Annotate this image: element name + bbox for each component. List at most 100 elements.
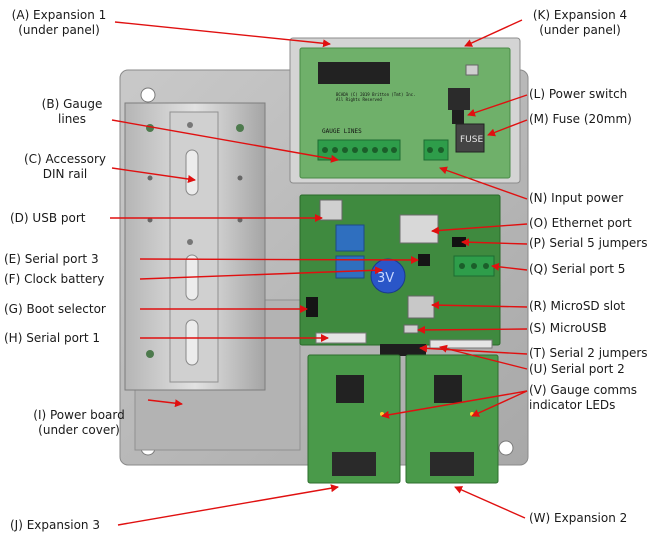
gauge-lines-header: GAUGE LINES	[322, 128, 362, 135]
label-c-line1: (C) Accessory	[23, 152, 106, 166]
expansion-connector	[430, 452, 474, 476]
ethernet-port	[399, 214, 439, 244]
arrow-u	[439, 344, 528, 370]
mounting-hole	[140, 87, 156, 103]
arrow-s	[417, 325, 528, 334]
label-h: (H) Serial port 1	[4, 331, 100, 346]
arrow-k	[464, 19, 523, 47]
label-u-line1: (U) Serial port 2	[529, 362, 625, 376]
label-n-line1: (N) Input power	[529, 191, 624, 205]
label-b-line2: lines	[58, 112, 86, 126]
label-u: (U) Serial port 2	[529, 362, 625, 377]
label-e-line1: (E) Serial port 3	[4, 252, 99, 266]
arrow-c	[111, 167, 196, 183]
label-w-line1: (W) Expansion 2	[529, 511, 628, 525]
din-screw	[236, 124, 244, 132]
input-power-screw	[427, 147, 433, 153]
serial3-connector	[418, 254, 430, 266]
serial2-connector	[429, 339, 493, 349]
label-d: (D) USB port	[10, 211, 85, 226]
label-r-line1: (R) MicroSD slot	[529, 299, 626, 313]
din-screw	[147, 217, 153, 223]
gauge-lines-screws	[322, 147, 397, 153]
expansion-board-left	[307, 354, 401, 484]
label-g: (G) Boot selector	[4, 302, 106, 317]
top-pcb-button	[465, 64, 479, 76]
din-screw	[146, 350, 154, 358]
label-p-line1: (P) Serial 5 jumpers	[529, 236, 648, 250]
arrow-w	[454, 486, 526, 519]
top-pcb-regulator	[448, 88, 470, 110]
label-v-line2: indicator LEDs	[529, 398, 616, 412]
arrow-j	[117, 484, 339, 526]
din-screw	[187, 239, 193, 245]
label-h-line1: (H) Serial port 1	[4, 331, 101, 345]
expansion-connector	[332, 452, 376, 476]
microsd-slot	[407, 295, 435, 319]
din-screw	[237, 175, 243, 181]
label-j-line1: (J) Expansion 3	[10, 518, 100, 532]
heatsink	[335, 224, 365, 252]
label-b-line1: (B) Gauge	[41, 97, 103, 111]
copyright-text: BCADA (C) 2019 Britton (Tmt) Inc.	[336, 92, 415, 97]
label-n: (N) Input power	[529, 191, 623, 206]
serial5-screw	[459, 263, 465, 269]
label-b: (B) Gauge lines	[22, 97, 122, 127]
serial5-jumpers	[452, 237, 466, 247]
label-k: (K) Expansion 4 (under panel)	[524, 8, 636, 38]
label-f: (F) Clock battery	[4, 272, 104, 287]
label-s: (S) MicroUSB	[529, 321, 607, 336]
battery-label: 3V	[377, 271, 394, 286]
usb-port	[319, 199, 343, 221]
serial2-jumpers	[380, 344, 426, 356]
label-a-line1: (A) Expansion 1	[11, 8, 107, 22]
label-d-line1: (D) USB port	[10, 211, 86, 225]
label-c-line2: DIN rail	[42, 167, 88, 181]
serial5-screw	[471, 263, 477, 269]
arrow-a	[114, 21, 331, 48]
label-l: (L) Power switch	[529, 87, 627, 102]
arrow-r	[431, 301, 528, 310]
label-t-line1: (T) Serial 2 jumpers	[529, 346, 648, 360]
label-m-line1: (M) Fuse (20mm)	[529, 112, 632, 126]
top-pcb-chip	[318, 62, 390, 84]
boot-selector	[306, 297, 318, 317]
label-i-line1: (I) Power board	[33, 408, 125, 422]
rights-text: All Rights Reserved	[336, 97, 382, 102]
label-i: (I) Power board (under cover)	[24, 408, 134, 438]
input-power-terminal	[423, 139, 449, 161]
arrow-p	[461, 238, 528, 247]
label-l-line1: (L) Power switch	[529, 87, 628, 101]
heatsink	[335, 255, 365, 279]
label-r: (R) MicroSD slot	[529, 299, 625, 314]
input-power-screw	[438, 147, 444, 153]
label-f-line1: (F) Clock battery	[4, 272, 105, 286]
label-q: (Q) Serial port 5	[529, 262, 625, 277]
arrow-o	[431, 223, 528, 235]
fuse-label: FUSE	[460, 135, 483, 145]
expansion-board-right	[405, 354, 499, 484]
din-screw	[187, 122, 193, 128]
arrow-v1	[381, 390, 528, 419]
label-t: (T) Serial 2 jumpers	[529, 346, 648, 361]
label-m: (M) Fuse (20mm)	[529, 112, 632, 127]
label-v: (V) Gauge comms indicator LEDs	[529, 383, 637, 413]
arrow-e	[139, 255, 419, 264]
din-screw	[237, 217, 243, 223]
label-p: (P) Serial 5 jumpers	[529, 236, 647, 251]
arrow-n	[439, 166, 528, 200]
label-o-line1: (O) Ethernet port	[529, 216, 632, 230]
expansion-chip	[336, 375, 364, 403]
power-switch	[452, 110, 464, 124]
arrow-b	[111, 119, 339, 163]
arrow-v2	[471, 390, 528, 417]
label-q-line1: (Q) Serial port 5	[529, 262, 626, 276]
arrow-i	[147, 399, 183, 408]
arrow-m	[487, 119, 528, 137]
serial5-screw	[483, 263, 489, 269]
mounting-hole	[498, 440, 514, 456]
expansion-chip	[434, 375, 462, 403]
label-j: (J) Expansion 3	[10, 518, 100, 533]
label-e: (E) Serial port 3	[4, 252, 99, 267]
